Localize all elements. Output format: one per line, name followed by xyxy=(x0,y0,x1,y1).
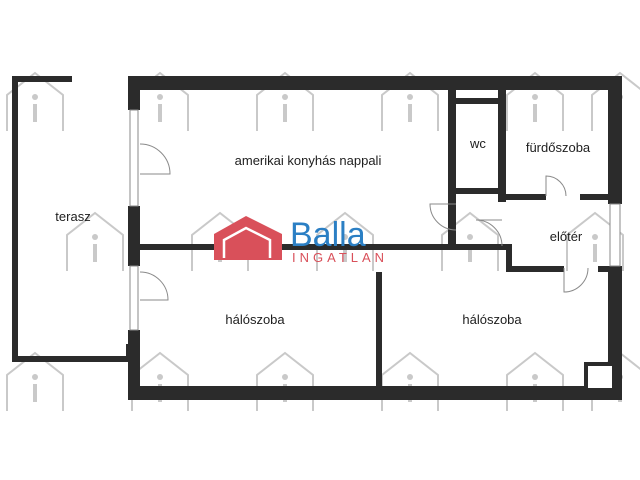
watermark-bar xyxy=(93,244,97,262)
watermark-house-icon xyxy=(256,71,314,131)
room-label-hall: előtér xyxy=(550,229,583,244)
watermark-dot xyxy=(532,94,538,100)
room-label-living: amerikai konyhás nappali xyxy=(235,153,382,168)
room-label-wc: wc xyxy=(469,136,486,151)
watermark-dot xyxy=(282,374,288,380)
watermark-bar xyxy=(343,244,347,262)
balla-logo: Balla INGATLAN xyxy=(214,216,388,265)
watermark-house-icon xyxy=(381,71,439,131)
watermark-house-icon xyxy=(566,211,624,271)
windows xyxy=(129,109,621,331)
watermark-dot xyxy=(32,374,38,380)
room-label-bedroom-right: hálószoba xyxy=(462,312,522,327)
watermark-house-icon xyxy=(256,351,314,411)
watermark-dot xyxy=(32,94,38,100)
room-label-bathroom: fürdőszoba xyxy=(526,140,591,155)
watermark-house-icon xyxy=(66,211,124,271)
watermark-dot xyxy=(407,94,413,100)
door-swings xyxy=(139,143,589,301)
watermark-bar xyxy=(33,104,37,122)
watermark-dot xyxy=(92,234,98,240)
watermark-dot xyxy=(342,234,348,240)
watermark-bar xyxy=(33,384,37,402)
watermark-bar xyxy=(468,244,472,262)
watermark-house-icon xyxy=(506,71,564,131)
logo-sub-text: INGATLAN xyxy=(292,250,388,265)
watermark-house-icon xyxy=(591,71,640,131)
watermark-bar xyxy=(593,244,597,262)
watermark-dot xyxy=(467,234,473,240)
watermark-dot xyxy=(157,374,163,380)
watermark-bar xyxy=(283,104,287,122)
watermark-house-icon xyxy=(381,351,439,411)
watermark-bar xyxy=(158,104,162,122)
watermark-house-icon xyxy=(506,351,564,411)
watermark-house-icon xyxy=(131,351,189,411)
room-label-bedroom-left: hálószoba xyxy=(225,312,285,327)
logo-main-text: Balla xyxy=(290,216,366,254)
watermark-house-icon xyxy=(6,351,64,411)
watermark-dot xyxy=(592,234,598,240)
walls xyxy=(12,76,622,400)
watermark-dot xyxy=(282,94,288,100)
watermark-dot xyxy=(407,374,413,380)
watermark-dot xyxy=(157,94,163,100)
watermark-house-icon xyxy=(6,71,64,131)
watermark-dot xyxy=(532,374,538,380)
watermark-bar xyxy=(408,104,412,122)
house-logo-icon xyxy=(214,216,282,260)
watermark-bar xyxy=(533,104,537,122)
room-label-terrace: terasz xyxy=(55,209,90,224)
